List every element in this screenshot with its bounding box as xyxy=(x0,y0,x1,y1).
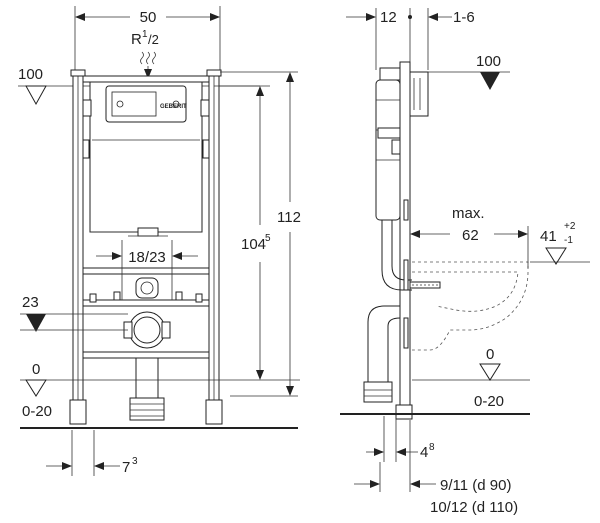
inner-height-dimension: 104 5 xyxy=(214,85,271,380)
connection-letter: R xyxy=(131,31,142,48)
water-wave-icon xyxy=(152,51,156,65)
bowl-tolerance-plus: +2 xyxy=(564,221,576,232)
level-triangle-icon xyxy=(545,247,567,265)
frame-offset-dimension: 7 3 xyxy=(46,430,138,476)
water-wave-icon xyxy=(140,51,144,65)
inner-height-label: 104 xyxy=(241,236,266,253)
total-height-dimension: 112 xyxy=(220,71,301,397)
floor-range-label: 0-20 xyxy=(22,403,52,420)
side-frame xyxy=(363,61,441,420)
side-level-marker-100: 100 xyxy=(428,53,510,90)
bowl-height-label: 41 xyxy=(540,228,557,245)
total-height-label: 112 xyxy=(277,209,301,226)
frame-offset-label: 7 xyxy=(122,459,130,476)
spacing-dimension: 18/23 xyxy=(96,240,198,300)
side-level-top-label: 100 xyxy=(476,53,501,70)
side-level-marker-0: 0 0-20 xyxy=(340,346,530,415)
bowl-tolerance-minus: -1 xyxy=(564,235,573,246)
frame: GEBERIT xyxy=(69,69,223,425)
pipe-d90-label: 9/11 (d 90) xyxy=(440,477,511,494)
connection-sup: 1 xyxy=(142,29,148,40)
level-marker-23: 23 xyxy=(20,294,128,332)
pipe-d110-label: 10/12 (d 110) xyxy=(430,499,518,516)
connection-sub: /2 xyxy=(148,32,159,47)
level-top-label: 100 xyxy=(18,66,43,83)
pipe-offset-dimension: 4 8 xyxy=(366,416,435,462)
depth-top-label: 12 xyxy=(380,9,397,26)
pipe-offset-label: 4 xyxy=(420,444,428,461)
level-marker-0: 0 0-20 xyxy=(20,361,300,429)
side-level-floor-label: 0 xyxy=(486,346,494,363)
bowl-height-marker: 41 +2 -1 xyxy=(530,221,590,265)
side-floor-range-label: 0-20 xyxy=(474,393,504,410)
depth-adjust-label: 1-6 xyxy=(453,9,475,26)
connection-label: R 1 /2 xyxy=(131,29,159,79)
pipe-size-dimension: 9/11 (d 90) 10/12 (d 110) xyxy=(354,420,518,516)
level-triangle-filled-icon xyxy=(480,72,500,90)
depth-dimension: 12 1-6 xyxy=(346,8,475,70)
brand-label: GEBERIT xyxy=(160,104,187,110)
projection-dimension: max. 62 xyxy=(410,205,529,268)
width-dimension: 50 xyxy=(74,6,221,72)
toilet-bowl-outline xyxy=(412,261,529,351)
level-triangle-icon xyxy=(25,379,47,397)
water-wave-icon xyxy=(146,51,150,65)
level-triangle-filled-icon xyxy=(26,314,46,332)
level-floor-label: 0 xyxy=(32,361,40,378)
max-label: max. xyxy=(452,205,485,222)
inner-height-sup: 5 xyxy=(265,233,271,244)
level-triangle-icon xyxy=(25,85,47,106)
spacing-label: 18/23 xyxy=(128,249,166,266)
frame-offset-sup: 3 xyxy=(132,456,138,467)
projection-label: 62 xyxy=(462,227,479,244)
level-triangle-icon xyxy=(479,363,501,381)
front-view: 50 R 1 /2 100 xyxy=(18,6,301,476)
width-label: 50 xyxy=(140,9,157,26)
pipe-offset-sup: 8 xyxy=(429,442,435,453)
level-mid-label: 23 xyxy=(22,294,39,311)
side-view: 12 1-6 100 xyxy=(340,8,590,516)
